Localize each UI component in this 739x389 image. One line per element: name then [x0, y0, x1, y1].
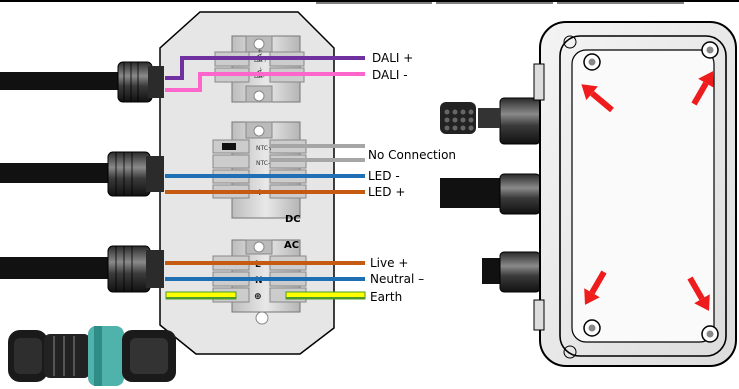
- driver-housing: [440, 21, 737, 367]
- terminal-mark-da-minus-1: DA-: [254, 73, 265, 80]
- top-border: [0, 0, 739, 4]
- housing-screws: [563, 35, 719, 359]
- terminal-mark-da-plus-1: DA+: [254, 57, 268, 64]
- screw-icon: [255, 311, 269, 325]
- screw-arrows: [581, 71, 714, 311]
- input-cables: [0, 72, 125, 279]
- terminal-mark-da-plus-2: DA+: [257, 48, 264, 62]
- cable-gland-dc: [107, 151, 164, 197]
- arrow-icon: [584, 270, 607, 305]
- section-label-ac: AC: [284, 240, 299, 251]
- terminal-mark-ntc-minus: NTC-: [256, 160, 270, 167]
- wire-dali-plus: [165, 56, 365, 80]
- label-led-minus: LED -: [368, 169, 400, 183]
- label-no-connection: No Connection: [368, 148, 456, 162]
- section-label-dc: DC: [285, 214, 301, 225]
- arrow-icon: [687, 276, 710, 311]
- cable-gland-dali: [117, 61, 164, 103]
- label-dali-plus: DALI +: [372, 51, 413, 65]
- label-led-plus: LED +: [368, 185, 405, 199]
- wires: [165, 56, 365, 281]
- wire-dali-minus: [165, 72, 365, 92]
- multi-pin-connector-icon: [440, 102, 476, 134]
- cable-gland-ac: [107, 245, 164, 293]
- arrow-icon: [581, 84, 614, 113]
- wire-earth: [165, 291, 366, 300]
- terminal-mark-earth: ⊕: [254, 292, 262, 302]
- terminal-block-dc: NTC+ NTC- – + DC: [212, 121, 307, 225]
- label-live: Live +: [370, 256, 408, 270]
- terminal-mark-ntc-plus: NTC+: [256, 145, 273, 152]
- housing-cable-middle: [440, 178, 504, 208]
- label-earth: Earth: [370, 290, 402, 304]
- label-neutral: Neutral –: [370, 272, 424, 286]
- label-dali-minus: DALI -: [372, 68, 408, 82]
- terminal-block-dali: DA+ DA+ DA- DA-: [214, 35, 305, 103]
- inline-connector-icon: [8, 326, 176, 386]
- arrow-icon: [691, 71, 714, 106]
- terminal-block-ac: L N ⊕ AC: [212, 239, 307, 313]
